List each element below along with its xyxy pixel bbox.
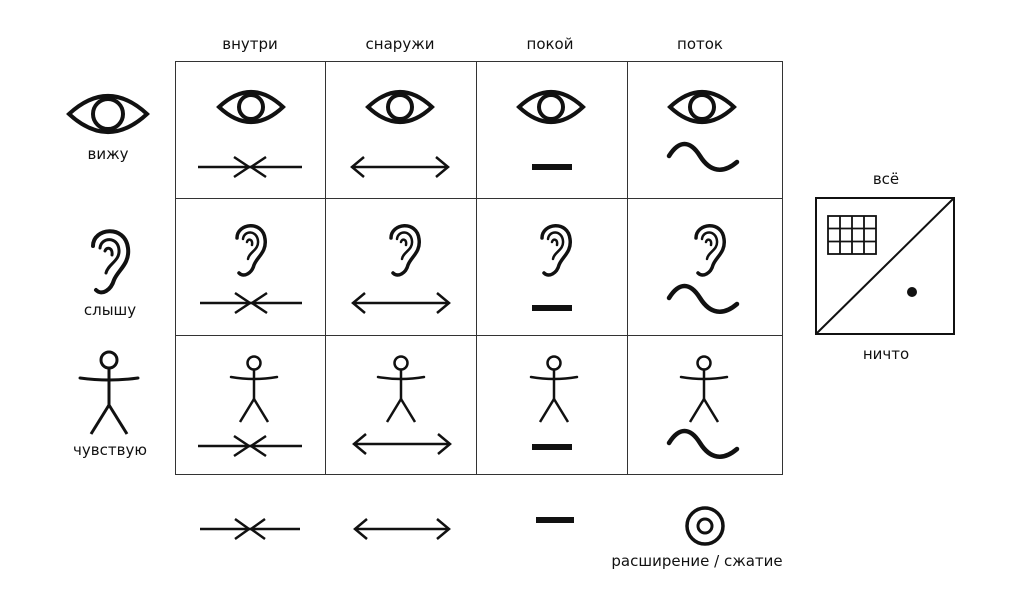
outward-arrows-icon	[352, 433, 452, 455]
stick-figure-icon	[529, 355, 579, 423]
all-nothing-square	[815, 197, 955, 335]
eye-icon	[516, 90, 586, 124]
rest-dash-icon	[536, 517, 574, 523]
row-label-see: вижу	[87, 145, 129, 163]
all-label: всё	[872, 170, 900, 188]
row-label-hear: слышу	[83, 301, 137, 319]
eye-icon	[667, 90, 737, 124]
column-header-flow: поток	[677, 35, 723, 53]
grid-icon	[827, 215, 877, 255]
eye-icon	[66, 94, 150, 134]
column-header-inside: внутри	[222, 35, 278, 53]
stick-figure-icon	[376, 355, 426, 423]
wave-icon	[666, 283, 740, 314]
inward-arrows-icon	[200, 291, 302, 315]
ear-icon	[235, 224, 267, 277]
stick-figure-icon	[229, 355, 279, 423]
ear-icon	[389, 224, 421, 277]
nothing-label: ничто	[862, 345, 910, 363]
expansion-compression-label: расширение / сжатие	[611, 552, 783, 570]
wave-icon	[666, 428, 740, 459]
outward-arrows-icon	[350, 156, 450, 178]
outward-arrows-icon	[351, 292, 451, 314]
ear-icon	[540, 224, 572, 277]
rest-dash-icon	[532, 444, 572, 450]
outward-arrows-icon	[353, 518, 451, 540]
inward-arrows-icon	[200, 517, 300, 541]
concentric-circles-icon	[685, 506, 725, 546]
dot-icon	[907, 287, 917, 297]
column-header-outside: снаружи	[365, 35, 435, 53]
column-header-rest: покой	[526, 35, 574, 53]
stick-figure-icon	[78, 350, 140, 435]
row-label-feel: чувствую	[73, 441, 147, 459]
rest-dash-icon	[532, 305, 572, 311]
ear-icon	[694, 224, 726, 277]
stick-figure-icon	[679, 355, 729, 423]
eye-icon	[365, 90, 435, 124]
ear-icon	[91, 229, 131, 295]
rest-dash-icon	[532, 164, 572, 170]
eye-icon	[216, 90, 286, 124]
inward-arrows-icon	[198, 155, 302, 179]
wave-icon	[666, 141, 740, 172]
inward-arrows-icon	[198, 434, 302, 458]
